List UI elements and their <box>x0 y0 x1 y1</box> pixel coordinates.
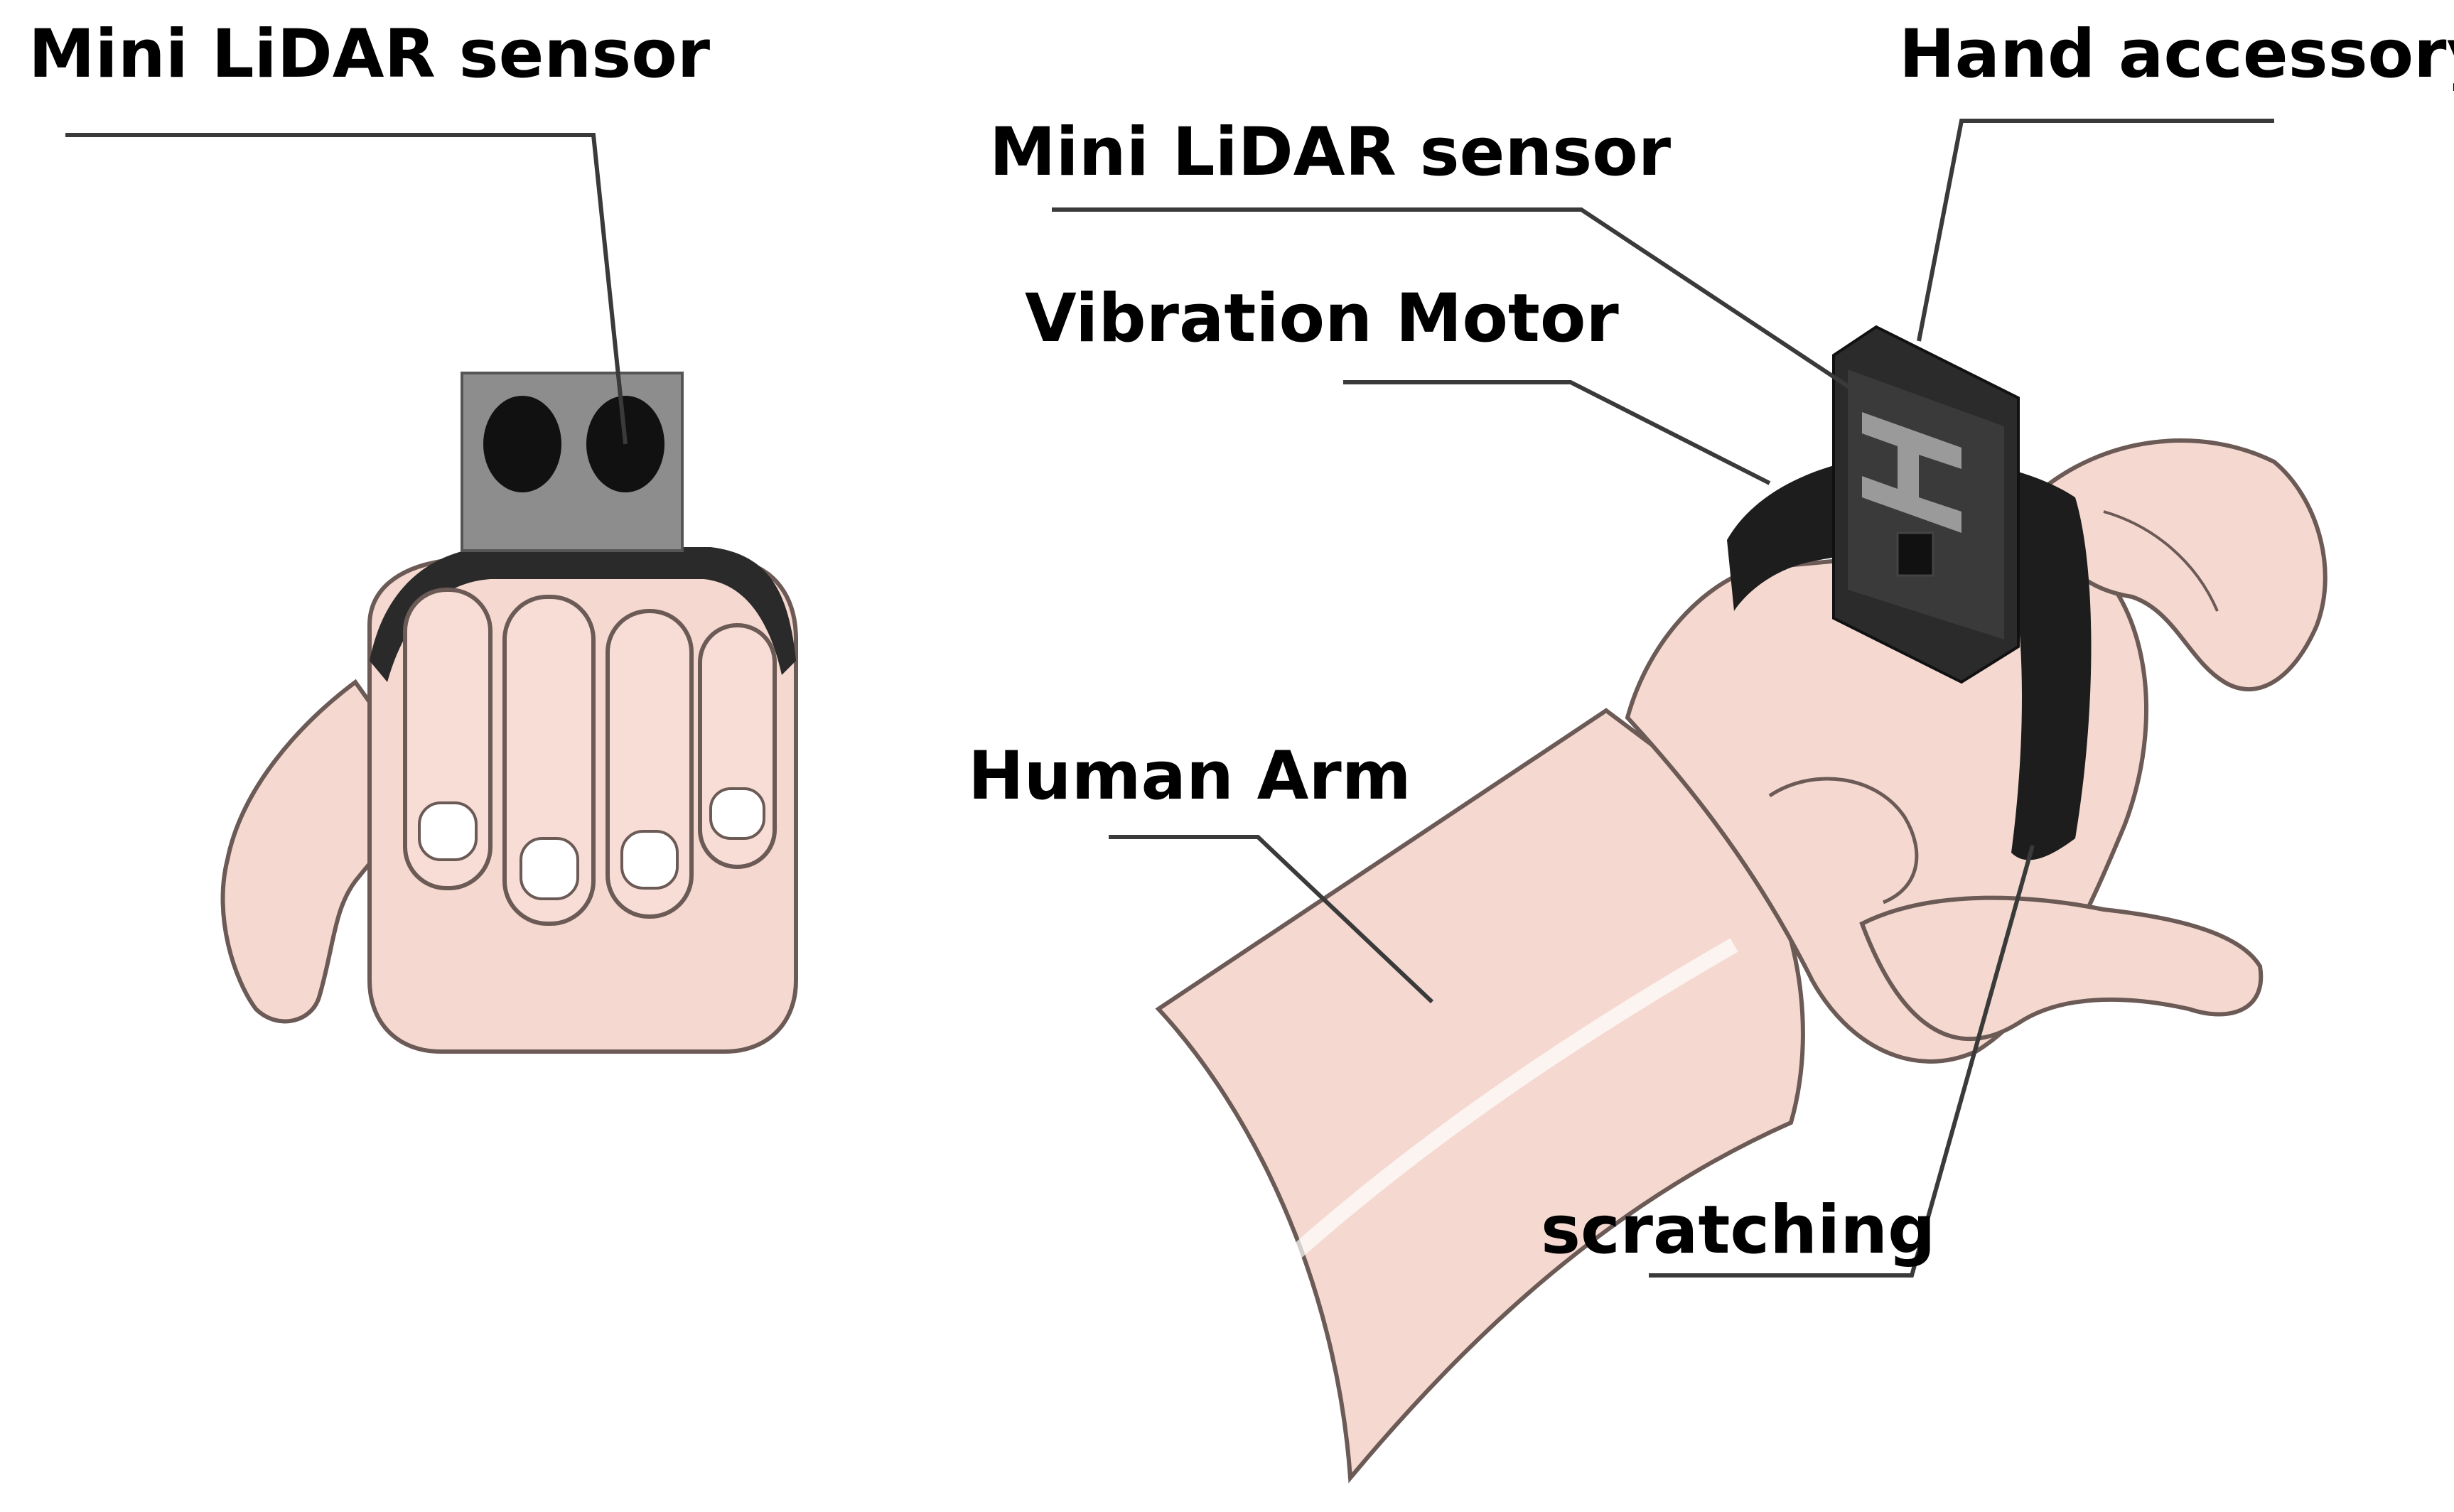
forearm <box>1155 708 1805 1484</box>
leader-human-arm <box>1109 835 1434 1004</box>
label-scratching: scratching <box>1541 1192 1936 1269</box>
front-nail-4 <box>709 787 765 840</box>
leader-scratching <box>1649 845 2035 1278</box>
front-nail-2 <box>520 837 579 900</box>
leader-hand-accessory <box>1917 119 2274 342</box>
front-band <box>370 547 796 682</box>
front-view-hand <box>220 372 798 1054</box>
side-view-arm <box>1155 325 2327 1484</box>
side-finger-crease <box>2103 510 2219 612</box>
front-finger-2 <box>502 595 596 926</box>
label-human-arm: Human Arm <box>968 738 1411 815</box>
leader-right-lidar <box>1052 207 1878 407</box>
front-nail-3 <box>620 830 679 890</box>
leader-left-lidar <box>65 133 628 445</box>
label-mini-lidar-sensor-right: Mini LiDAR sensor <box>989 114 1672 191</box>
front-lidar-lens-left <box>483 396 561 492</box>
accessory-contacts <box>1862 412 1961 533</box>
front-nail-1 <box>418 801 478 861</box>
label-vibration-motor: Vibration Motor <box>1025 280 1619 357</box>
label-mini-lidar-sensor-left: Mini LiDAR sensor <box>28 16 711 93</box>
palm-crease <box>1768 777 1919 904</box>
leader-vibration-motor <box>1343 380 1771 485</box>
leader-lines <box>65 119 2274 1278</box>
label-hand-accessory: Hand accessory <box>1899 16 2454 93</box>
vibration-motor-nub <box>1896 531 1934 577</box>
side-fingers <box>2030 438 2327 691</box>
forearm-highlight <box>1238 938 1738 1306</box>
side-thumb <box>1859 895 2264 1041</box>
